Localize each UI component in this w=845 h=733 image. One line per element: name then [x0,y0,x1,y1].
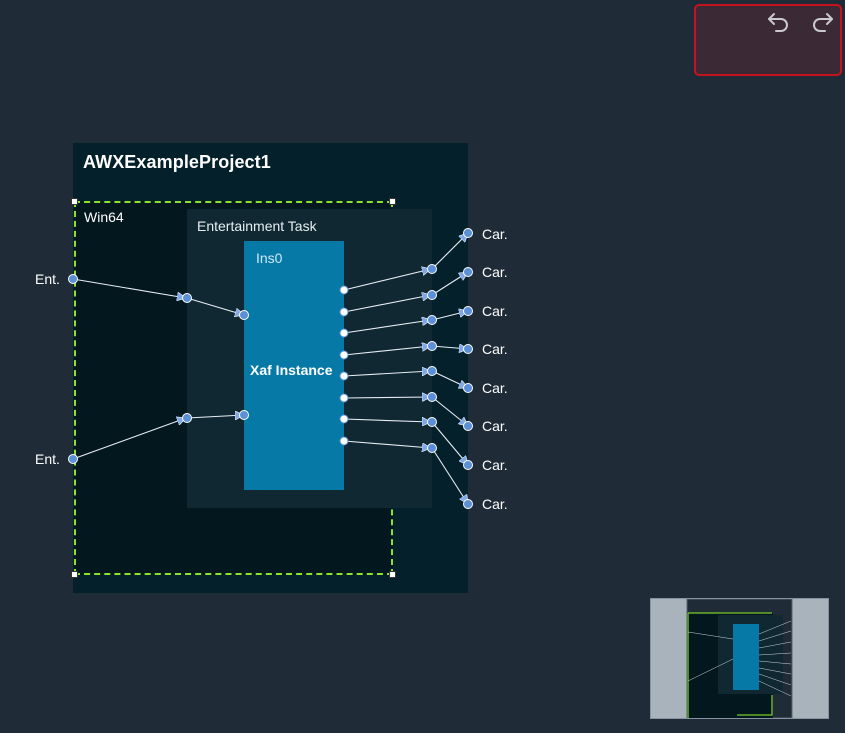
input-port-label: Ent. [35,271,60,287]
instance-type-label: Xaf Instance [250,362,333,378]
connection-line [431,233,468,270]
connection-line [343,371,431,377]
task-input-port[interactable] [182,293,192,303]
output-port-label: Car. [482,226,508,242]
connection-line [343,295,431,313]
output-port[interactable] [463,421,473,431]
task-output-port[interactable] [427,443,437,453]
task-output-ports [427,264,437,453]
instance-output-ports [339,285,349,446]
task-label: Entertainment Task [197,218,317,234]
connection-line [431,346,468,349]
instance-name: Ins0 [256,250,283,266]
resize-handle-top-right[interactable] [389,198,396,205]
connection-line [431,447,469,504]
connection-line [431,311,468,321]
connection-line [186,297,244,315]
instance-output-port[interactable] [339,436,349,446]
input-port[interactable] [68,274,78,284]
output-port-label: Car. [482,264,508,280]
instance-output-port[interactable] [339,371,349,381]
output-port-label: Car. [482,496,508,512]
connection-line [431,370,468,388]
resize-handle-top-left[interactable] [71,198,78,205]
undo-icon [768,13,788,32]
connection-line [431,271,468,296]
output-port-label: Car. [482,303,508,319]
output-port[interactable] [463,228,473,238]
output-port-label: Car. [482,380,508,396]
task-output-port[interactable] [427,341,437,351]
task-output-port[interactable] [427,366,437,376]
instance-output-port[interactable] [339,285,349,295]
ports [68,274,249,464]
instance-output-port[interactable] [339,307,349,317]
output-port[interactable] [463,460,473,470]
instance-node[interactable] [244,241,344,490]
resize-handle-bottom-right[interactable] [389,571,396,578]
task-output-port[interactable] [427,290,437,300]
platform-label: Win64 [84,209,124,225]
project-output-ports [463,228,473,509]
input-port[interactable] [68,454,78,464]
connection-line [431,421,468,465]
instance-output-port[interactable] [339,350,349,360]
output-port-label: Car. [482,418,508,434]
connection-line [343,346,431,356]
undo-button[interactable] [766,8,794,34]
connection-line [72,418,186,460]
instance-input-port[interactable] [239,310,249,320]
task-output-port[interactable] [427,315,437,325]
toolbar [694,4,842,76]
connection-line [72,278,186,298]
task-output-port[interactable] [427,264,437,274]
redo-button[interactable] [807,8,835,34]
output-port[interactable] [463,383,473,393]
project-title: AWXExampleProject1 [83,152,271,172]
input-port-label: Ent. [35,451,60,467]
connection-line [343,269,431,291]
minimap[interactable] [650,598,829,719]
output-port-label: Car. [482,341,508,357]
output-port[interactable] [463,499,473,509]
connection-line [186,415,244,418]
connection-line [343,440,431,448]
task-output-port[interactable] [427,392,437,402]
task-output-port[interactable] [427,417,437,427]
resize-handle-bottom-left[interactable] [71,571,78,578]
connection-line [431,396,468,426]
instance-input-port[interactable] [239,410,249,420]
output-port[interactable] [463,344,473,354]
instance-output-port[interactable] [339,414,349,424]
minimap-canvas [686,598,793,719]
output-port[interactable] [463,267,473,277]
redo-icon [813,13,833,32]
connection-line [343,320,431,334]
instance-output-port[interactable] [339,393,349,403]
instance-output-port[interactable] [339,328,349,338]
output-port-label: Car. [482,457,508,473]
output-port[interactable] [463,306,473,316]
task-input-port[interactable] [182,413,192,423]
connection-lines [72,233,469,504]
connection-line [343,397,431,398]
connection-line [343,419,431,422]
